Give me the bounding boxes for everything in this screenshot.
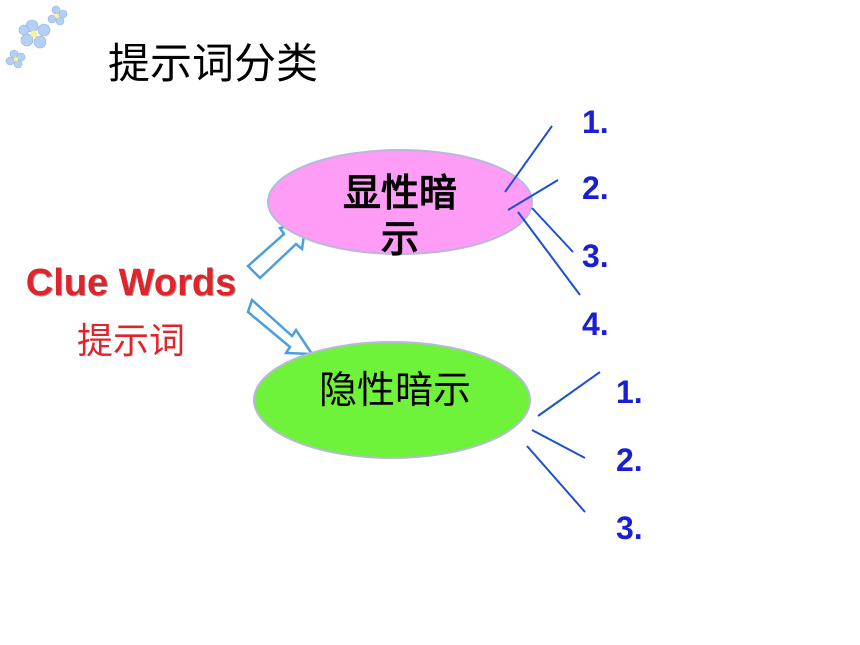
implicit-item-2: 2. [616,442,643,478]
page-title: 提示词分类 [108,39,319,88]
clue-words-label: Clue Words [25,262,237,304]
branch-line [526,445,586,513]
explicit-node-label: 显性暗示 [342,171,457,261]
branch-line [504,125,553,193]
explicit-item-2: 2. [582,170,609,206]
clue-words-cn-label: 提示词 [76,321,185,362]
explicit-branches [504,125,581,296]
branch-line [507,179,559,211]
flower-decoration-icon [5,5,68,69]
implicit-item-1: 1. [616,374,643,410]
arrow-to-implicit [246,297,315,356]
implicit-node [253,341,531,459]
explicit-item-1: 1. [582,104,609,140]
implicit-branches [526,371,601,513]
explicit-node [267,149,533,255]
branch-line [537,371,601,417]
implicit-node-label: 隐性暗示 [318,368,471,412]
branch-line [517,211,581,296]
explicit-item-4: 4. [582,306,609,342]
implicit-item-3: 3. [616,510,643,546]
explicit-item-3: 3. [582,238,609,274]
branch-line [531,207,574,253]
branch-line [531,429,586,459]
